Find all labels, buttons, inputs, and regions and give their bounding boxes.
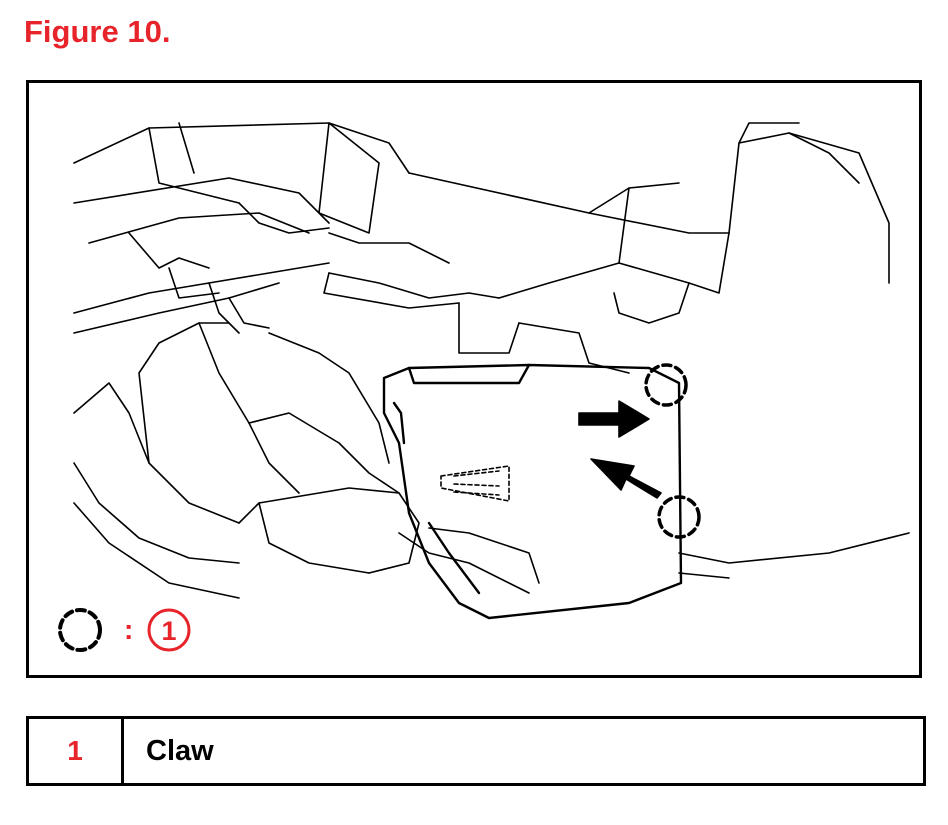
legend-number: 1 <box>161 616 176 646</box>
claw-callout-top <box>644 363 688 407</box>
claw-callouts <box>644 363 701 539</box>
legend-separator: : <box>124 614 133 645</box>
dashboard-illustration: : 1 <box>58 122 910 652</box>
parts-table-label: Claw <box>146 734 214 767</box>
parts-table-number: 1 <box>29 719 124 783</box>
parts-table: 1 Claw <box>26 716 926 786</box>
legend-number-circle <box>147 608 191 652</box>
legend: : 1 <box>58 608 191 652</box>
removal-arrows <box>578 400 662 499</box>
legend-dashed-circle-icon <box>58 608 102 652</box>
vent-mark <box>440 465 510 502</box>
dash-structure <box>73 122 910 599</box>
cover-panel <box>382 363 683 620</box>
claw-callout-bottom <box>657 495 701 539</box>
figure-title: Figure 10. <box>24 14 171 49</box>
illustration-frame: : 1 <box>26 80 922 678</box>
